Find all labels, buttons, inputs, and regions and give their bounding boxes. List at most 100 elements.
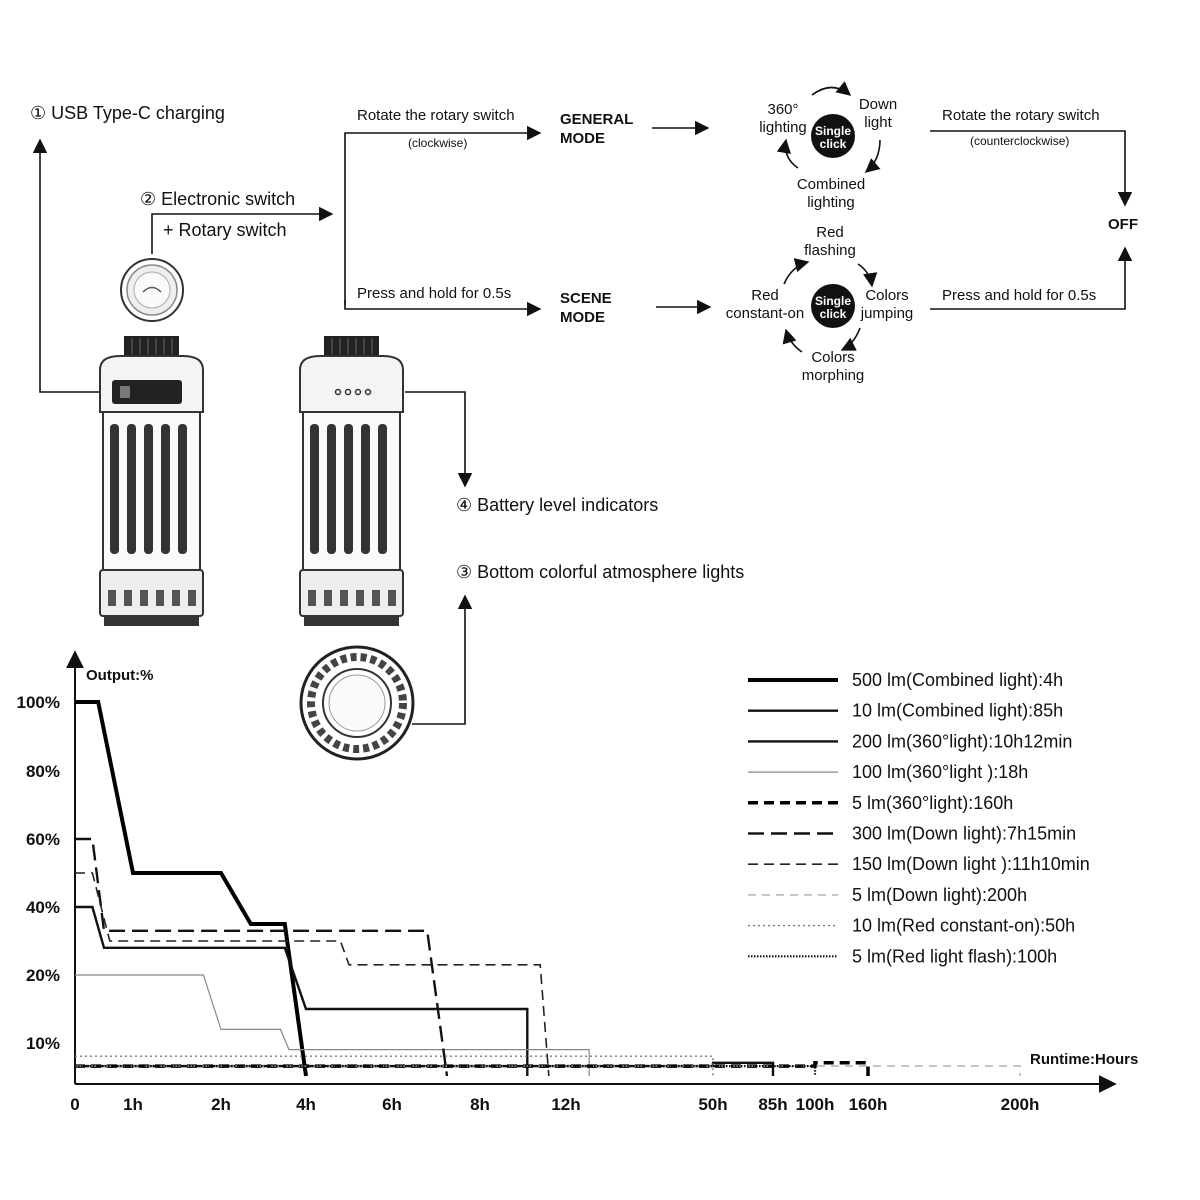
legend-entry: 500 lm(Combined light):4h bbox=[852, 670, 1063, 690]
x-tick-label: 160h bbox=[849, 1095, 888, 1114]
switch-connector bbox=[151, 206, 334, 254]
usb-connector bbox=[32, 138, 112, 393]
general-down-2: light bbox=[864, 114, 892, 131]
x-tick-label: 200h bbox=[1001, 1095, 1040, 1114]
runtime-chart: Output:% Runtime:Hours 100% 80% 60% 40% 20% 1… bbox=[17, 650, 1138, 1114]
x-tick-label: 0 bbox=[70, 1095, 79, 1114]
y-tick-label: 60% bbox=[26, 830, 60, 849]
y-tick-label: 10% bbox=[26, 1034, 60, 1053]
clockwise-label: (clockwise) bbox=[408, 136, 467, 150]
series-line bbox=[75, 905, 529, 1076]
y-tick-label: 100% bbox=[17, 693, 60, 712]
scene-single-click-button bbox=[811, 284, 855, 328]
bottom-lights-label: ③ Bottom colorful atmosphere lights bbox=[456, 562, 744, 582]
chart-axes bbox=[66, 650, 1117, 1093]
general-mode-cycle: Single click 360° lighting Down light Co… bbox=[759, 81, 897, 211]
scene-center-1: Single bbox=[815, 294, 851, 308]
callout-connectors bbox=[32, 138, 473, 725]
battery-dots bbox=[334, 388, 372, 396]
general-mode-label-1: GENERAL bbox=[560, 111, 633, 128]
series-line bbox=[75, 1064, 817, 1076]
legend-entry: 300 lm(Down light):7h15min bbox=[852, 824, 1076, 844]
scene-to-off-line bbox=[930, 246, 1133, 310]
scene-mode-label-2: MODE bbox=[560, 309, 605, 326]
flow-general-branch bbox=[344, 125, 542, 305]
rotary-switch-top-view bbox=[120, 258, 184, 322]
y-tick-label: 40% bbox=[26, 898, 60, 917]
lantern-side-view bbox=[299, 336, 404, 626]
electronic-switch-label: ② Electronic switch bbox=[140, 189, 295, 209]
x-tick-label: 6h bbox=[382, 1095, 402, 1114]
series-line bbox=[75, 872, 550, 1077]
legend-entry: 100 lm(360°light ):18h bbox=[852, 762, 1028, 782]
scene-cycle-arrow-topright bbox=[857, 263, 878, 288]
off-label: OFF bbox=[1108, 216, 1138, 233]
rotate-cw-label: Rotate the rotary switch bbox=[357, 107, 515, 124]
general-cycle-arrow-top bbox=[811, 81, 852, 96]
scene-mode-label-1: SCENE bbox=[560, 290, 612, 307]
lantern-bottom-view bbox=[299, 645, 415, 761]
scene-center-2: click bbox=[820, 307, 847, 321]
general-360-2: lighting bbox=[759, 119, 807, 136]
series-line bbox=[75, 1061, 870, 1076]
scene-mode-cycle: Single click Red flashing Colors jumping… bbox=[726, 224, 913, 384]
series-line bbox=[75, 837, 449, 1077]
general-combined-1: Combined bbox=[797, 176, 865, 193]
general-combined-2: lighting bbox=[807, 194, 855, 211]
x-tick-label: 1h bbox=[123, 1095, 143, 1114]
legend-entry: 5 lm(Red light flash):100h bbox=[852, 946, 1057, 966]
flow-scene-branch bbox=[344, 300, 542, 317]
general-single-click-button bbox=[811, 114, 855, 158]
series-line bbox=[75, 974, 590, 1076]
mode-flow bbox=[344, 120, 1133, 317]
press-hold-label: Press and hold for 0.5s bbox=[357, 285, 511, 302]
series-line bbox=[75, 1055, 714, 1076]
general-center-2: click bbox=[820, 137, 847, 151]
x-tick-label: 4h bbox=[296, 1095, 316, 1114]
x-tick-label: 100h bbox=[796, 1095, 835, 1114]
bottom-lights-connector bbox=[412, 594, 473, 725]
scene-red-flash-1: Red bbox=[816, 224, 844, 241]
rotary-switch-label: + Rotary switch bbox=[163, 220, 287, 240]
lantern-front-view bbox=[99, 336, 204, 626]
scene-cycle-arrow-topleft bbox=[783, 258, 810, 285]
battery-connector bbox=[405, 391, 473, 488]
general-cycle-arrow-left bbox=[776, 138, 799, 169]
press-hold-off-label: Press and hold for 0.5s bbox=[942, 287, 1096, 304]
x-tick-label: 12h bbox=[551, 1095, 580, 1114]
legend-entry: 5 lm(Down light):200h bbox=[852, 885, 1027, 905]
y-tick-label: 20% bbox=[26, 966, 60, 985]
legend-entry: 10 lm(Red constant-on):50h bbox=[852, 916, 1075, 936]
general-360-1: 360° bbox=[767, 101, 798, 118]
legend-entry: 10 lm(Combined light):85h bbox=[852, 701, 1063, 721]
scene-constant-2: constant-on bbox=[726, 305, 804, 322]
scene-jumping-1: Colors bbox=[865, 287, 908, 304]
x-axis-label: Runtime:Hours bbox=[1030, 1051, 1138, 1068]
x-tick-label: 50h bbox=[698, 1095, 727, 1114]
scene-cycle-arrow-bottomright bbox=[840, 327, 861, 351]
y-axis-label: Output:% bbox=[86, 667, 153, 684]
counterclockwise-label: (counterclockwise) bbox=[970, 134, 1069, 148]
scene-red-flash-2: flashing bbox=[804, 242, 856, 259]
rotate-ccw-label: Rotate the rotary switch bbox=[942, 107, 1100, 124]
y-tick-label: 80% bbox=[26, 762, 60, 781]
scene-morphing-1: Colors bbox=[811, 349, 854, 366]
battery-indicators-label: ④ Battery level indicators bbox=[456, 495, 658, 515]
legend-entry: 150 lm(Down light ):11h10min bbox=[852, 854, 1090, 874]
scene-jumping-2: jumping bbox=[860, 305, 914, 322]
usb-charging-label: ① USB Type-C charging bbox=[30, 103, 225, 123]
scene-cycle-arrow-bottomleft bbox=[782, 328, 803, 353]
general-cycle-arrow-right bbox=[864, 139, 881, 173]
scene-constant-1: Red bbox=[751, 287, 779, 304]
legend-entry: 200 lm(360°light):10h12min bbox=[852, 731, 1072, 751]
general-mode-label-2: MODE bbox=[560, 130, 605, 147]
series-line bbox=[75, 700, 308, 1077]
legend-entry: 5 lm(360°light):160h bbox=[852, 793, 1013, 813]
general-center-1: Single bbox=[815, 124, 851, 138]
general-down-1: Down bbox=[859, 96, 897, 113]
general-to-off-line bbox=[930, 130, 1133, 207]
x-tick-label: 85h bbox=[758, 1095, 787, 1114]
x-tick-label: 8h bbox=[470, 1095, 490, 1114]
scene-morphing-2: morphing bbox=[802, 367, 865, 384]
